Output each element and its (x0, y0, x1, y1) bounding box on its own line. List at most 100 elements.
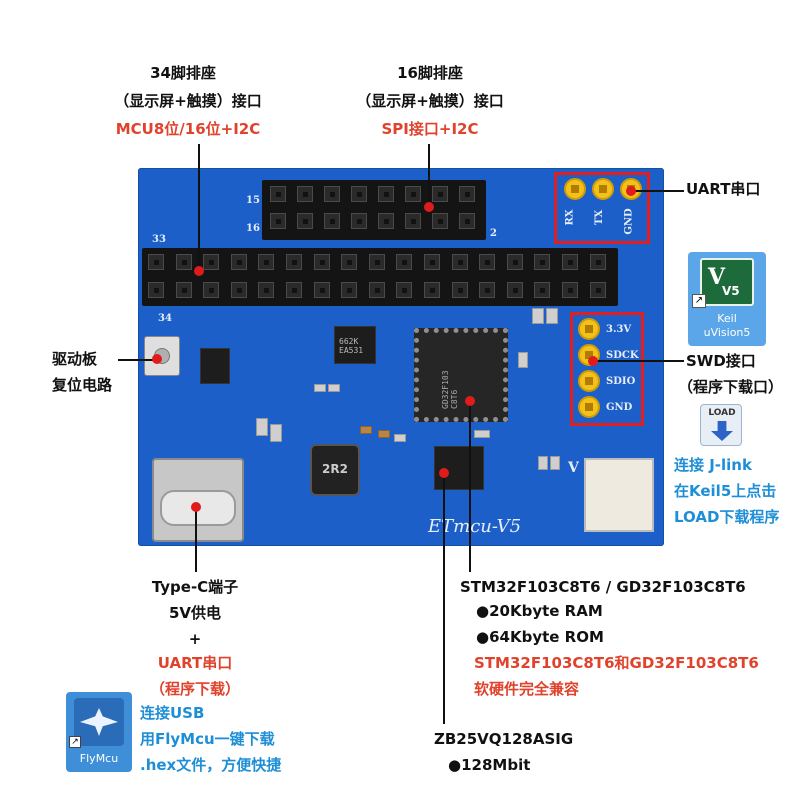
reset-button[interactable] (144, 336, 180, 376)
header-pin (175, 254, 192, 270)
keil-uvision5-icon[interactable]: V5 V ↗ Keil uVision5 (688, 252, 766, 346)
header-pin (506, 281, 523, 298)
header-pin (405, 186, 421, 202)
header-pin (368, 281, 385, 298)
pointer-dot-34pin (194, 266, 204, 276)
header-pin (324, 186, 340, 202)
resistor (546, 308, 558, 324)
keil-label: Keil (717, 312, 737, 325)
header-pin (451, 254, 468, 270)
header-pin (297, 213, 313, 229)
top-mid-title: 16脚排座 (397, 64, 463, 82)
resistor (394, 434, 406, 442)
header-pin (286, 254, 302, 270)
mcu-compat-1: STM32F103C8T6和GD32F103C8T6 (474, 654, 759, 672)
swd-sdio-pin (578, 370, 600, 392)
header-pin (459, 186, 475, 202)
swd-sdio-silk: SDIO (606, 376, 636, 387)
flash-size: ●128Mbit (448, 756, 531, 774)
pointer-dot-typec (191, 502, 201, 512)
resistor (328, 384, 340, 392)
header-pin (459, 213, 475, 229)
silk-16: 16 (246, 223, 260, 234)
header-pin (341, 254, 358, 270)
swd-gnd-silk: GND (606, 402, 633, 413)
pointer-dot-reset (152, 354, 162, 364)
fpc-connector (584, 458, 654, 532)
pointer-line-typec (195, 506, 197, 572)
keil-app-label: uVision5 (703, 326, 751, 339)
pointer-line-uart (632, 190, 684, 192)
mcu-title: STM32F103C8T6 / GD32F103C8T6 (460, 578, 746, 596)
pointer-dot-uart (626, 186, 636, 196)
resistor (538, 456, 548, 470)
header-pin (479, 281, 496, 298)
silk-33: 33 (152, 234, 166, 245)
reset-label-1: 驱动板 (52, 350, 98, 368)
swd-sdck-silk: SDCK (606, 350, 639, 361)
header-pin (351, 213, 367, 229)
header-16pin (262, 180, 486, 240)
board-name: ETmcu-V5 (428, 516, 522, 537)
header-pin (451, 281, 468, 298)
header-pin (368, 254, 385, 270)
typec-line-3: UART串口 (157, 654, 233, 672)
typec-line-1: Type-C端子 (151, 578, 239, 596)
pointer-line-reset (118, 359, 154, 361)
header-pin (270, 213, 286, 229)
pointer-line-flash (443, 472, 445, 724)
header-pin (313, 281, 330, 298)
top-mid-subtitle: （显示屏+触摸）接口 (356, 92, 504, 110)
load-icon-text: LOAD (708, 408, 736, 418)
header-pin (589, 254, 606, 270)
header-pin (396, 254, 413, 270)
header-pin (534, 281, 551, 298)
top-left-subtitle: （显示屏+触摸）接口 (114, 92, 262, 110)
pointer-dot-flash (439, 468, 449, 478)
header-pin (297, 186, 313, 202)
header-pin (424, 254, 440, 270)
uart-label: UART串口 (686, 180, 761, 198)
uart-rx-pin (564, 178, 586, 200)
swd-3v3-pin (578, 318, 600, 340)
header-pin (479, 254, 496, 270)
pointer-line-mcu (469, 400, 471, 572)
header-pin (405, 213, 421, 229)
header-pin (562, 281, 578, 298)
keil-logo-text: V5 (722, 284, 740, 298)
header-pin (313, 254, 330, 270)
flymcu-line-2: 用FlyMcu一键下载 (140, 730, 275, 748)
header-pin (506, 254, 523, 270)
typec-connector (152, 458, 244, 542)
header-pin (351, 186, 367, 202)
top-mid-detail: SPI接口+I2C (381, 120, 479, 138)
inductor: 2R2 (310, 444, 360, 496)
header-pin (230, 254, 247, 270)
silk-15: 15 (246, 195, 260, 206)
typec-line-2: 5V供电 (168, 604, 222, 622)
capacitor (378, 430, 390, 438)
header-pin (378, 213, 394, 229)
header-pin (424, 281, 440, 298)
resistor (256, 418, 268, 436)
top-left-title: 34脚排座 (150, 64, 216, 82)
jlink-line-3: LOAD下载程序 (674, 508, 780, 526)
header-pin (432, 186, 448, 202)
header-pin (270, 186, 286, 202)
header-pin (175, 281, 192, 298)
resistor (532, 308, 544, 324)
resistor (518, 352, 528, 368)
pointer-dot-swd (588, 356, 598, 366)
header-pin (148, 281, 164, 298)
jlink-line-1: 连接 J-link (674, 456, 752, 474)
flymcu-icon[interactable]: ↗ FlyMcu (66, 692, 132, 772)
header-pin (432, 213, 448, 229)
pointer-dot-mcu (465, 396, 475, 406)
load-download-icon[interactable]: LOAD (700, 404, 742, 446)
mcu-compat-2: 软硬件完全兼容 (474, 680, 580, 698)
ldo-regulator: 662K EA531 (334, 326, 376, 364)
swd-gnd-pin (578, 396, 600, 418)
uart-tx-pin (592, 178, 614, 200)
header-pin (203, 281, 220, 298)
pointer-line-34pin (198, 144, 200, 272)
